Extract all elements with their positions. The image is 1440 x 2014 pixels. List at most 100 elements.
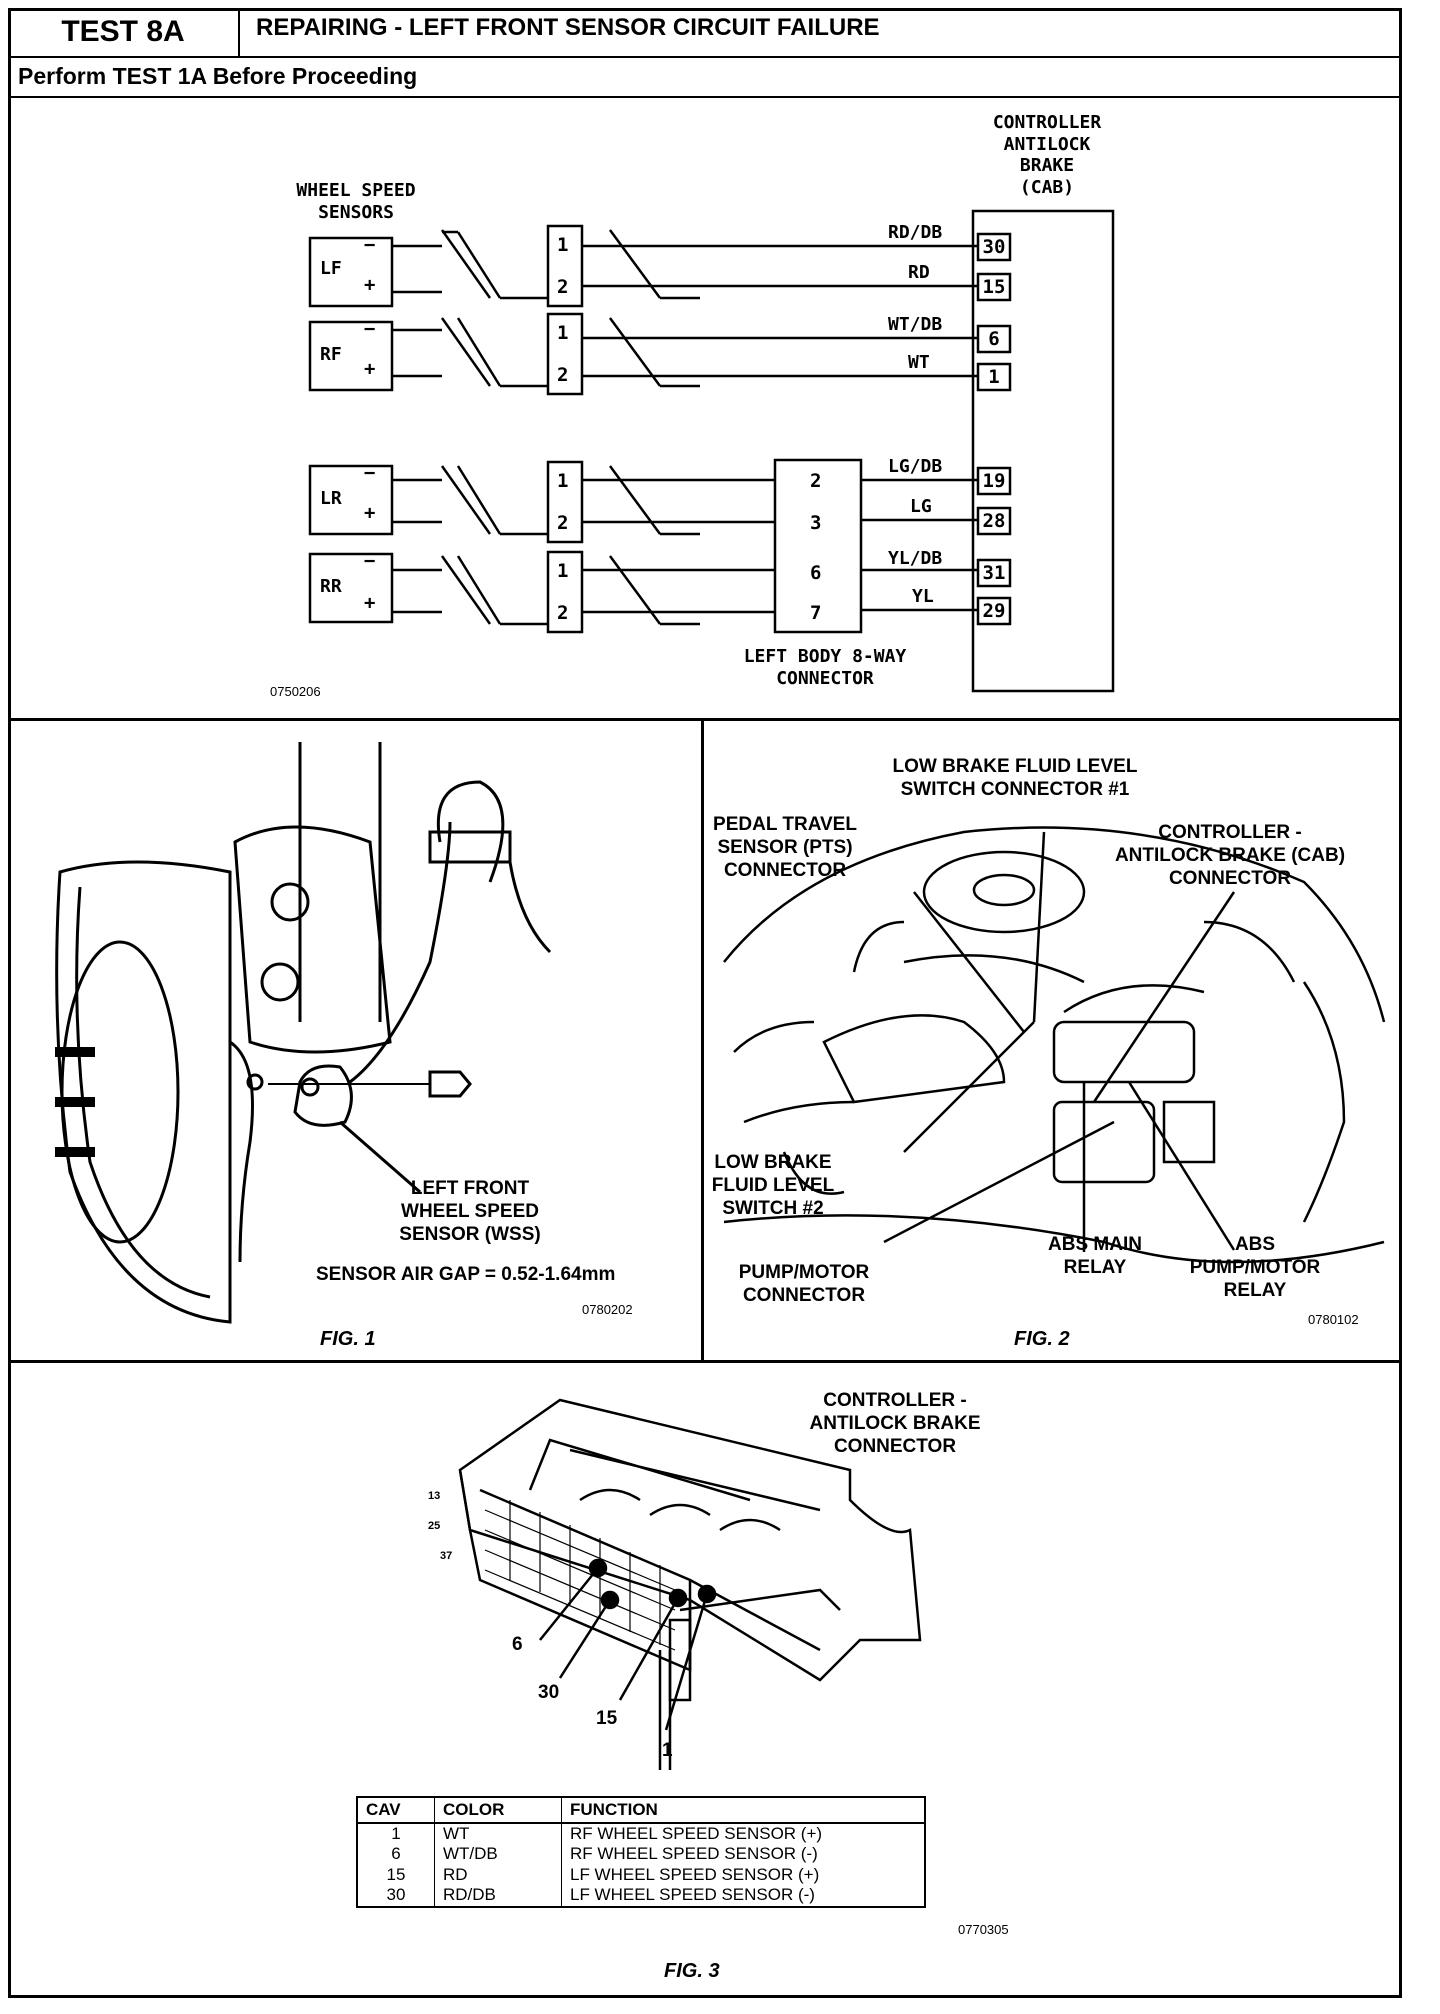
pin-1: 1 bbox=[557, 322, 569, 344]
cav-number: 30 bbox=[982, 236, 1006, 258]
pin-2: 2 bbox=[557, 602, 569, 624]
minus-sign: − bbox=[364, 462, 376, 484]
cell-color: RD bbox=[434, 1864, 562, 1886]
callout-1: 1 bbox=[662, 1740, 673, 1761]
column-header: FUNCTION bbox=[561, 1797, 925, 1824]
body-pin-3: 3 bbox=[810, 512, 822, 534]
wire-color: YL/DB bbox=[888, 548, 943, 569]
fig3-connector-illustration bbox=[458, 1398, 922, 1770]
cell-cav: 6 bbox=[357, 1844, 435, 1865]
fig2-label-cab: CONTROLLER -ANTILOCK BRAKE (CAB)CONNECTO… bbox=[1114, 822, 1346, 889]
test-id: TEST 8A bbox=[8, 8, 240, 56]
fig1-caption: FIG. 1 bbox=[320, 1328, 376, 1350]
cavity-table: CAV COLOR FUNCTION 1 WT RF WHEEL SPEED S… bbox=[356, 1796, 926, 1908]
callout-15: 15 bbox=[596, 1708, 618, 1729]
cell-function: RF WHEEL SPEED SENSOR (-) bbox=[570, 1844, 818, 1864]
divider-schematic bbox=[8, 718, 1402, 721]
cav-number: 1 bbox=[988, 366, 1000, 388]
minus-sign: − bbox=[364, 318, 376, 340]
wire-color: WT/DB bbox=[888, 314, 943, 335]
side-number-25: 25 bbox=[428, 1520, 441, 1532]
pin-2: 2 bbox=[557, 364, 569, 386]
fig3-code: 0770305 bbox=[958, 1922, 1009, 1937]
page-title: REPAIRING - LEFT FRONT SENSOR CIRCUIT FA… bbox=[256, 14, 880, 41]
fig1-illustration bbox=[55, 742, 552, 1324]
fig2-illustration bbox=[723, 826, 1386, 1264]
cav-number: 28 bbox=[982, 510, 1006, 532]
side-number-37: 37 bbox=[440, 1550, 453, 1562]
sensor-rf: RF bbox=[320, 344, 342, 365]
plus-sign: + bbox=[364, 358, 376, 380]
cell-cav: 15 bbox=[357, 1864, 435, 1886]
cell-color: WT bbox=[434, 1823, 562, 1845]
body-pin-7: 7 bbox=[810, 602, 822, 624]
column-header: CAV bbox=[357, 1797, 435, 1824]
body-pin-6: 6 bbox=[810, 562, 822, 584]
sensor-lf: LF bbox=[320, 258, 342, 279]
divider-fig1-fig2 bbox=[701, 718, 704, 1360]
sensor-rr: RR bbox=[320, 576, 342, 597]
wire-color: LG/DB bbox=[888, 456, 943, 477]
cell-cav: 1 bbox=[357, 1823, 435, 1845]
divider-figures bbox=[8, 1360, 1402, 1363]
table-row: 30 RD/DB LF WHEEL SPEED SENSOR (-) bbox=[357, 1885, 925, 1907]
schematic-code: 0750206 bbox=[270, 684, 321, 699]
cell-function: LF WHEEL SPEED SENSOR (-) bbox=[570, 1885, 815, 1905]
cell-color: RD/DB bbox=[434, 1885, 562, 1907]
wire-color: YL bbox=[912, 586, 934, 607]
subheader-text: Perform TEST 1A Before Proceeding bbox=[18, 63, 418, 89]
fig3-caption: FIG. 3 bbox=[664, 1960, 720, 1982]
plus-sign: + bbox=[364, 274, 376, 296]
cav-number: 31 bbox=[982, 562, 1006, 584]
cav-number: 15 bbox=[982, 276, 1006, 298]
cell-cav: 30 bbox=[357, 1885, 435, 1907]
fig2-code: 0780102 bbox=[1308, 1312, 1359, 1327]
cell-color: WT/DB bbox=[434, 1844, 562, 1865]
fig1-code: 0780202 bbox=[582, 1302, 633, 1317]
plus-sign: + bbox=[364, 502, 376, 524]
page-frame bbox=[8, 8, 1402, 1998]
fig1-airgap: SENSOR AIR GAP = 0.52-1.64mm bbox=[316, 1264, 616, 1285]
pin-1: 1 bbox=[557, 470, 569, 492]
cav-number: 29 bbox=[982, 600, 1006, 622]
header-row bbox=[8, 8, 1402, 58]
cell-function: LF WHEEL SPEED SENSOR (+) bbox=[570, 1864, 820, 1884]
pin-2: 2 bbox=[557, 276, 569, 298]
subheader-row bbox=[8, 56, 1402, 98]
pin-1: 1 bbox=[557, 560, 569, 582]
minus-sign: − bbox=[364, 234, 376, 256]
pin-2: 2 bbox=[557, 512, 569, 534]
cav-number: 6 bbox=[988, 328, 1000, 350]
plus-sign: + bbox=[364, 592, 376, 614]
cell-function: RF WHEEL SPEED SENSOR (+) bbox=[570, 1824, 823, 1843]
callout-6: 6 bbox=[512, 1634, 523, 1655]
cav-number: 19 bbox=[982, 470, 1006, 492]
table-header-row: CAV COLOR FUNCTION bbox=[357, 1797, 925, 1824]
minus-sign: − bbox=[364, 550, 376, 572]
side-number-13: 13 bbox=[428, 1490, 441, 1502]
column-header: COLOR bbox=[434, 1797, 562, 1824]
wire-color: WT bbox=[908, 352, 930, 373]
fig2-caption: FIG. 2 bbox=[1014, 1328, 1070, 1350]
sensor-lr: LR bbox=[320, 488, 342, 509]
table-row: 15 RD LF WHEEL SPEED SENSOR (+) bbox=[357, 1864, 925, 1886]
wire-color: LG bbox=[910, 496, 932, 517]
callout-30: 30 bbox=[538, 1682, 560, 1703]
wiring-schematic bbox=[308, 209, 1115, 693]
wire-color: RD/DB bbox=[888, 222, 943, 243]
wire-color: RD bbox=[908, 262, 930, 283]
table-row: 6 WT/DB RF WHEEL SPEED SENSOR (-) bbox=[357, 1844, 925, 1865]
body-pin-2: 2 bbox=[810, 470, 822, 492]
pin-1: 1 bbox=[557, 234, 569, 256]
